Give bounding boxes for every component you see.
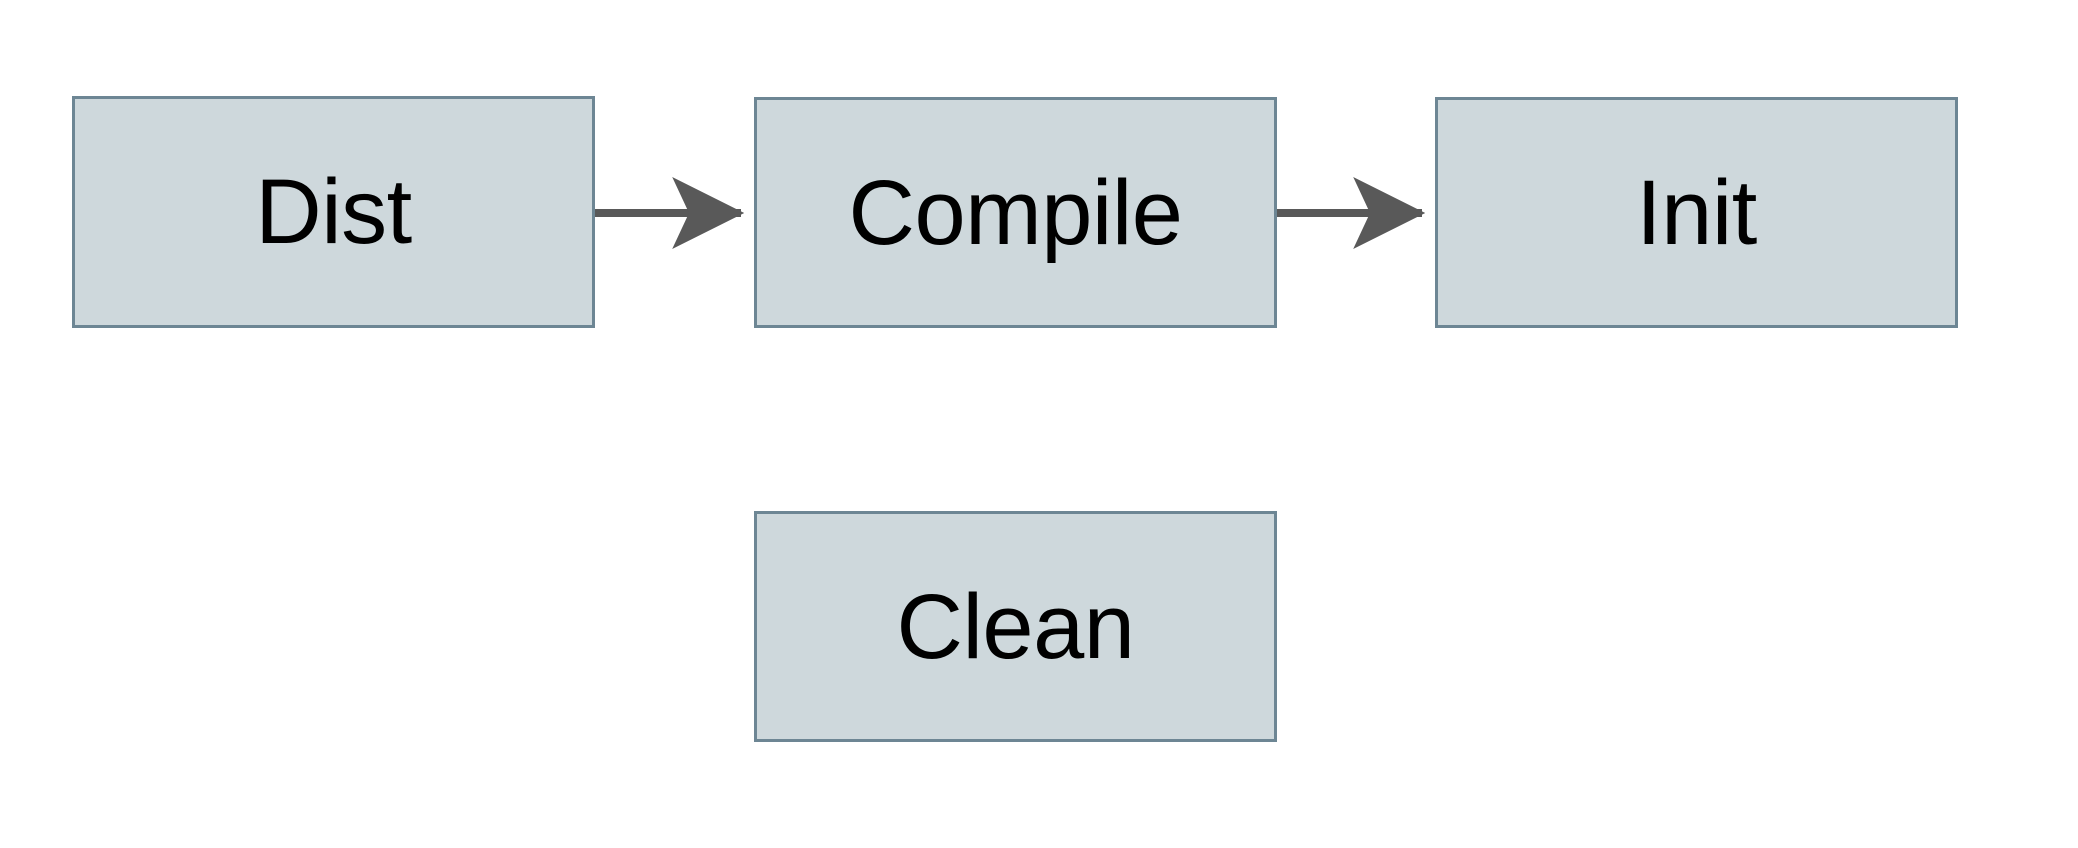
node-dist[interactable]: Dist bbox=[72, 96, 595, 328]
node-label-clean: Clean bbox=[896, 575, 1135, 678]
node-compile[interactable]: Compile bbox=[754, 97, 1277, 328]
node-label-init: Init bbox=[1636, 161, 1757, 264]
node-init[interactable]: Init bbox=[1435, 97, 1958, 328]
node-label-compile: Compile bbox=[848, 161, 1183, 264]
node-clean[interactable]: Clean bbox=[754, 511, 1277, 742]
node-label-dist: Dist bbox=[255, 161, 412, 263]
